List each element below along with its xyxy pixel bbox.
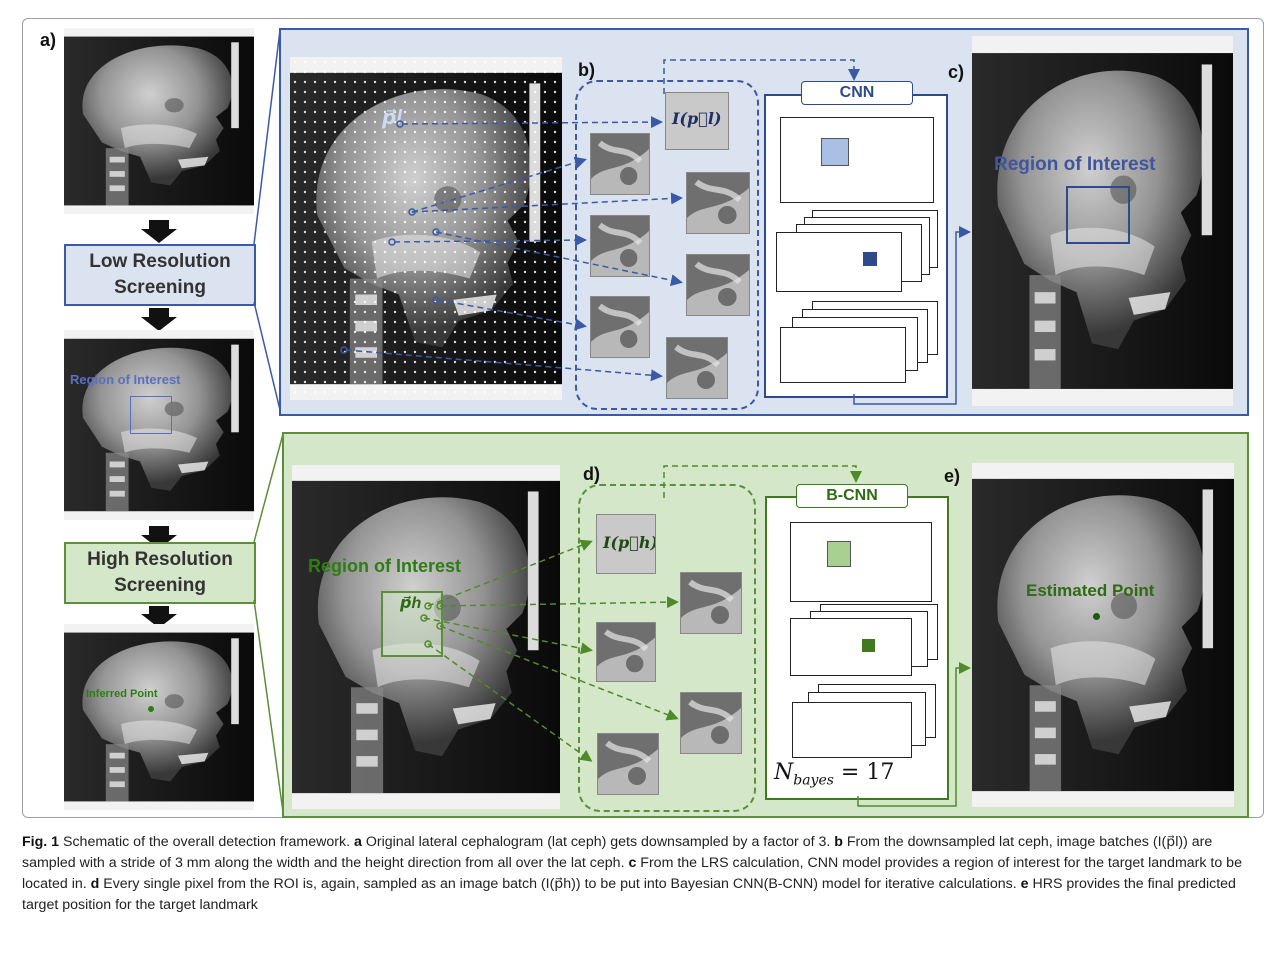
patch bbox=[590, 215, 650, 277]
estimated-point-label: Estimated Point bbox=[1026, 581, 1154, 601]
estimated-point-marker bbox=[1093, 613, 1100, 620]
caption-a-key: a bbox=[354, 834, 362, 850]
nbayes-symbol: N bbox=[774, 760, 793, 785]
caption-e-key: e bbox=[1021, 876, 1029, 892]
patch bbox=[686, 254, 750, 316]
nbayes-label: Nbayes = 17 bbox=[774, 760, 894, 788]
caption-d-key: d bbox=[91, 876, 100, 892]
panel-d-label: d) bbox=[583, 464, 600, 485]
patch bbox=[680, 572, 742, 634]
p-h-label: p⃗h bbox=[400, 593, 421, 613]
xray-inferred: Inferred Point bbox=[64, 624, 254, 810]
roi-c-label: Region of Interest bbox=[994, 154, 1156, 176]
caption-a-text: Original lateral cephalogram (lat ceph) … bbox=[362, 834, 834, 850]
inferred-point-marker bbox=[148, 706, 154, 712]
bcnn-layer bbox=[790, 618, 912, 676]
xray-roi-c: Region of Interest bbox=[972, 36, 1233, 406]
caption-fig-number: Fig. 1 bbox=[22, 834, 59, 850]
roi-small-box bbox=[130, 396, 172, 434]
caption-b-key: b bbox=[834, 834, 843, 850]
I-p-h-label: I(p⃗h) bbox=[603, 533, 656, 552]
xray-roi-small: Region of Interest bbox=[64, 330, 254, 520]
patch bbox=[597, 733, 659, 795]
roi-d-label: Region of Interest bbox=[308, 556, 461, 577]
cnn-kernel bbox=[821, 138, 849, 166]
cnn-layer bbox=[780, 327, 906, 383]
bcnn-layer bbox=[790, 522, 932, 602]
cnn-layer bbox=[776, 232, 902, 292]
lrs-label: Low Resolution Screening bbox=[66, 249, 254, 301]
xray-original bbox=[64, 28, 254, 214]
panel-a-label: a) bbox=[40, 30, 56, 51]
high-resolution-screening-box: High Resolution Screening bbox=[64, 542, 256, 604]
patch bbox=[666, 337, 728, 399]
cnn-kernel-2 bbox=[863, 252, 877, 266]
xray-roi-d: Region of Interest p⃗h bbox=[292, 465, 560, 809]
bcnn-kernel bbox=[827, 541, 851, 567]
patch bbox=[590, 296, 650, 358]
panel-c-label: c) bbox=[948, 62, 964, 83]
nbayes-value: = 17 bbox=[834, 760, 894, 785]
inferred-point-label: Inferred Point bbox=[86, 688, 158, 700]
caption-intro: Schematic of the overall detection frame… bbox=[59, 834, 354, 850]
figure-caption: Fig. 1 Schematic of the overall detectio… bbox=[22, 832, 1262, 916]
bcnn-kernel-2 bbox=[862, 639, 875, 652]
bcnn-title: B-CNN bbox=[796, 484, 908, 508]
patch bbox=[590, 133, 650, 195]
roi-small-label: Region of Interest bbox=[70, 372, 181, 387]
hrs-label: High Resolution Screening bbox=[66, 547, 254, 599]
p-l-label: p⃗l bbox=[382, 105, 402, 130]
patch bbox=[596, 622, 656, 682]
I-p-l-label: I(p⃗l) bbox=[672, 109, 722, 128]
bcnn-layer bbox=[792, 702, 912, 758]
caption-d-text: Every single pixel from the ROI is, agai… bbox=[99, 876, 1020, 892]
patch bbox=[680, 692, 742, 754]
roi-c-box bbox=[1066, 186, 1130, 244]
patch-p-l: I(p⃗l) bbox=[665, 92, 729, 150]
nbayes-subscript: bayes bbox=[793, 772, 834, 788]
cnn-title: CNN bbox=[801, 81, 913, 105]
patch-p-h: I(p⃗h) bbox=[596, 514, 656, 574]
panel-e-label: e) bbox=[944, 466, 960, 487]
low-resolution-screening-box: Low Resolution Screening bbox=[64, 244, 256, 306]
xray-estimated: Estimated Point bbox=[972, 463, 1234, 807]
patch bbox=[686, 172, 750, 234]
xray-sampled-grid: p⃗l bbox=[290, 57, 562, 400]
cnn-layer bbox=[780, 117, 934, 203]
down-arrow-icon bbox=[141, 317, 177, 331]
down-arrow-icon bbox=[141, 229, 177, 243]
panel-b-label: b) bbox=[578, 60, 595, 81]
